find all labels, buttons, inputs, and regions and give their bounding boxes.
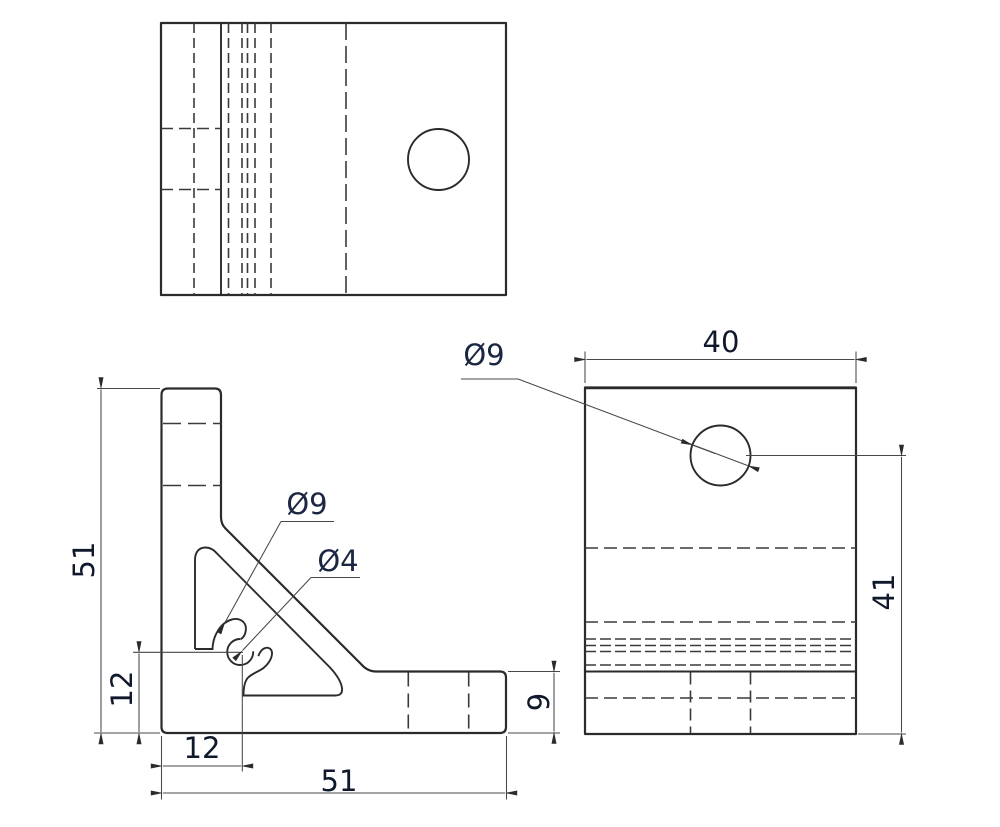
top-view (159, 21, 508, 297)
dim-corner-offset-h-label: 12 (184, 731, 221, 765)
dim-side-hole-to-bottom-label: 41 (867, 574, 901, 611)
dim-side-hole-to-bottom: 41 (746, 444, 906, 745)
front-view-triangle-cutout (194, 546, 344, 697)
side-view-outline (583, 386, 858, 736)
dim-front-width-label: 51 (321, 764, 358, 798)
dim-corner-offset-v-label: 12 (105, 671, 139, 708)
leader-line (216, 521, 282, 635)
front-view-outline (160, 387, 508, 735)
leader-front-counterbore: Ø9 (216, 487, 334, 635)
leader-front-pilot: Ø4 (232, 544, 360, 662)
dim-side-depth-label: 40 (703, 325, 740, 359)
front-view-pilot-hole (226, 638, 255, 666)
leader-side-hole: Ø9 (461, 338, 760, 473)
side-view-hidden-lines (585, 547, 856, 733)
side-view (583, 386, 858, 736)
front-counterbore-label: Ø9 (286, 487, 327, 521)
dim-base-thickness-label: 9 (522, 693, 556, 711)
front-view-hidden-lines (163, 422, 470, 733)
dim-base-thickness: 9 (508, 660, 560, 744)
front-pilot-label: Ø4 (317, 544, 358, 578)
dim-corner-hole-offset-vertical: 12 (105, 641, 243, 745)
top-view-hidden-lines (161, 23, 347, 295)
dim-front-width: 51 (150, 736, 518, 800)
dim-corner-hole-offset-horizontal: 12 (150, 655, 254, 800)
top-view-outline (159, 21, 508, 297)
front-view (160, 387, 508, 735)
leader-diameter-arrow (680, 438, 716, 454)
top-view-base-hole (407, 128, 470, 191)
dimensions: 51 12 12 51 9 Ø9 (67, 325, 906, 800)
side-hole-label: Ø9 (463, 338, 504, 372)
dim-front-height-label: 51 (67, 542, 101, 579)
dim-side-depth: 40 (574, 325, 867, 383)
dim-front-height: 51 (67, 377, 160, 745)
front-view-counterbore-arc (195, 617, 247, 650)
leader-line (232, 577, 312, 662)
